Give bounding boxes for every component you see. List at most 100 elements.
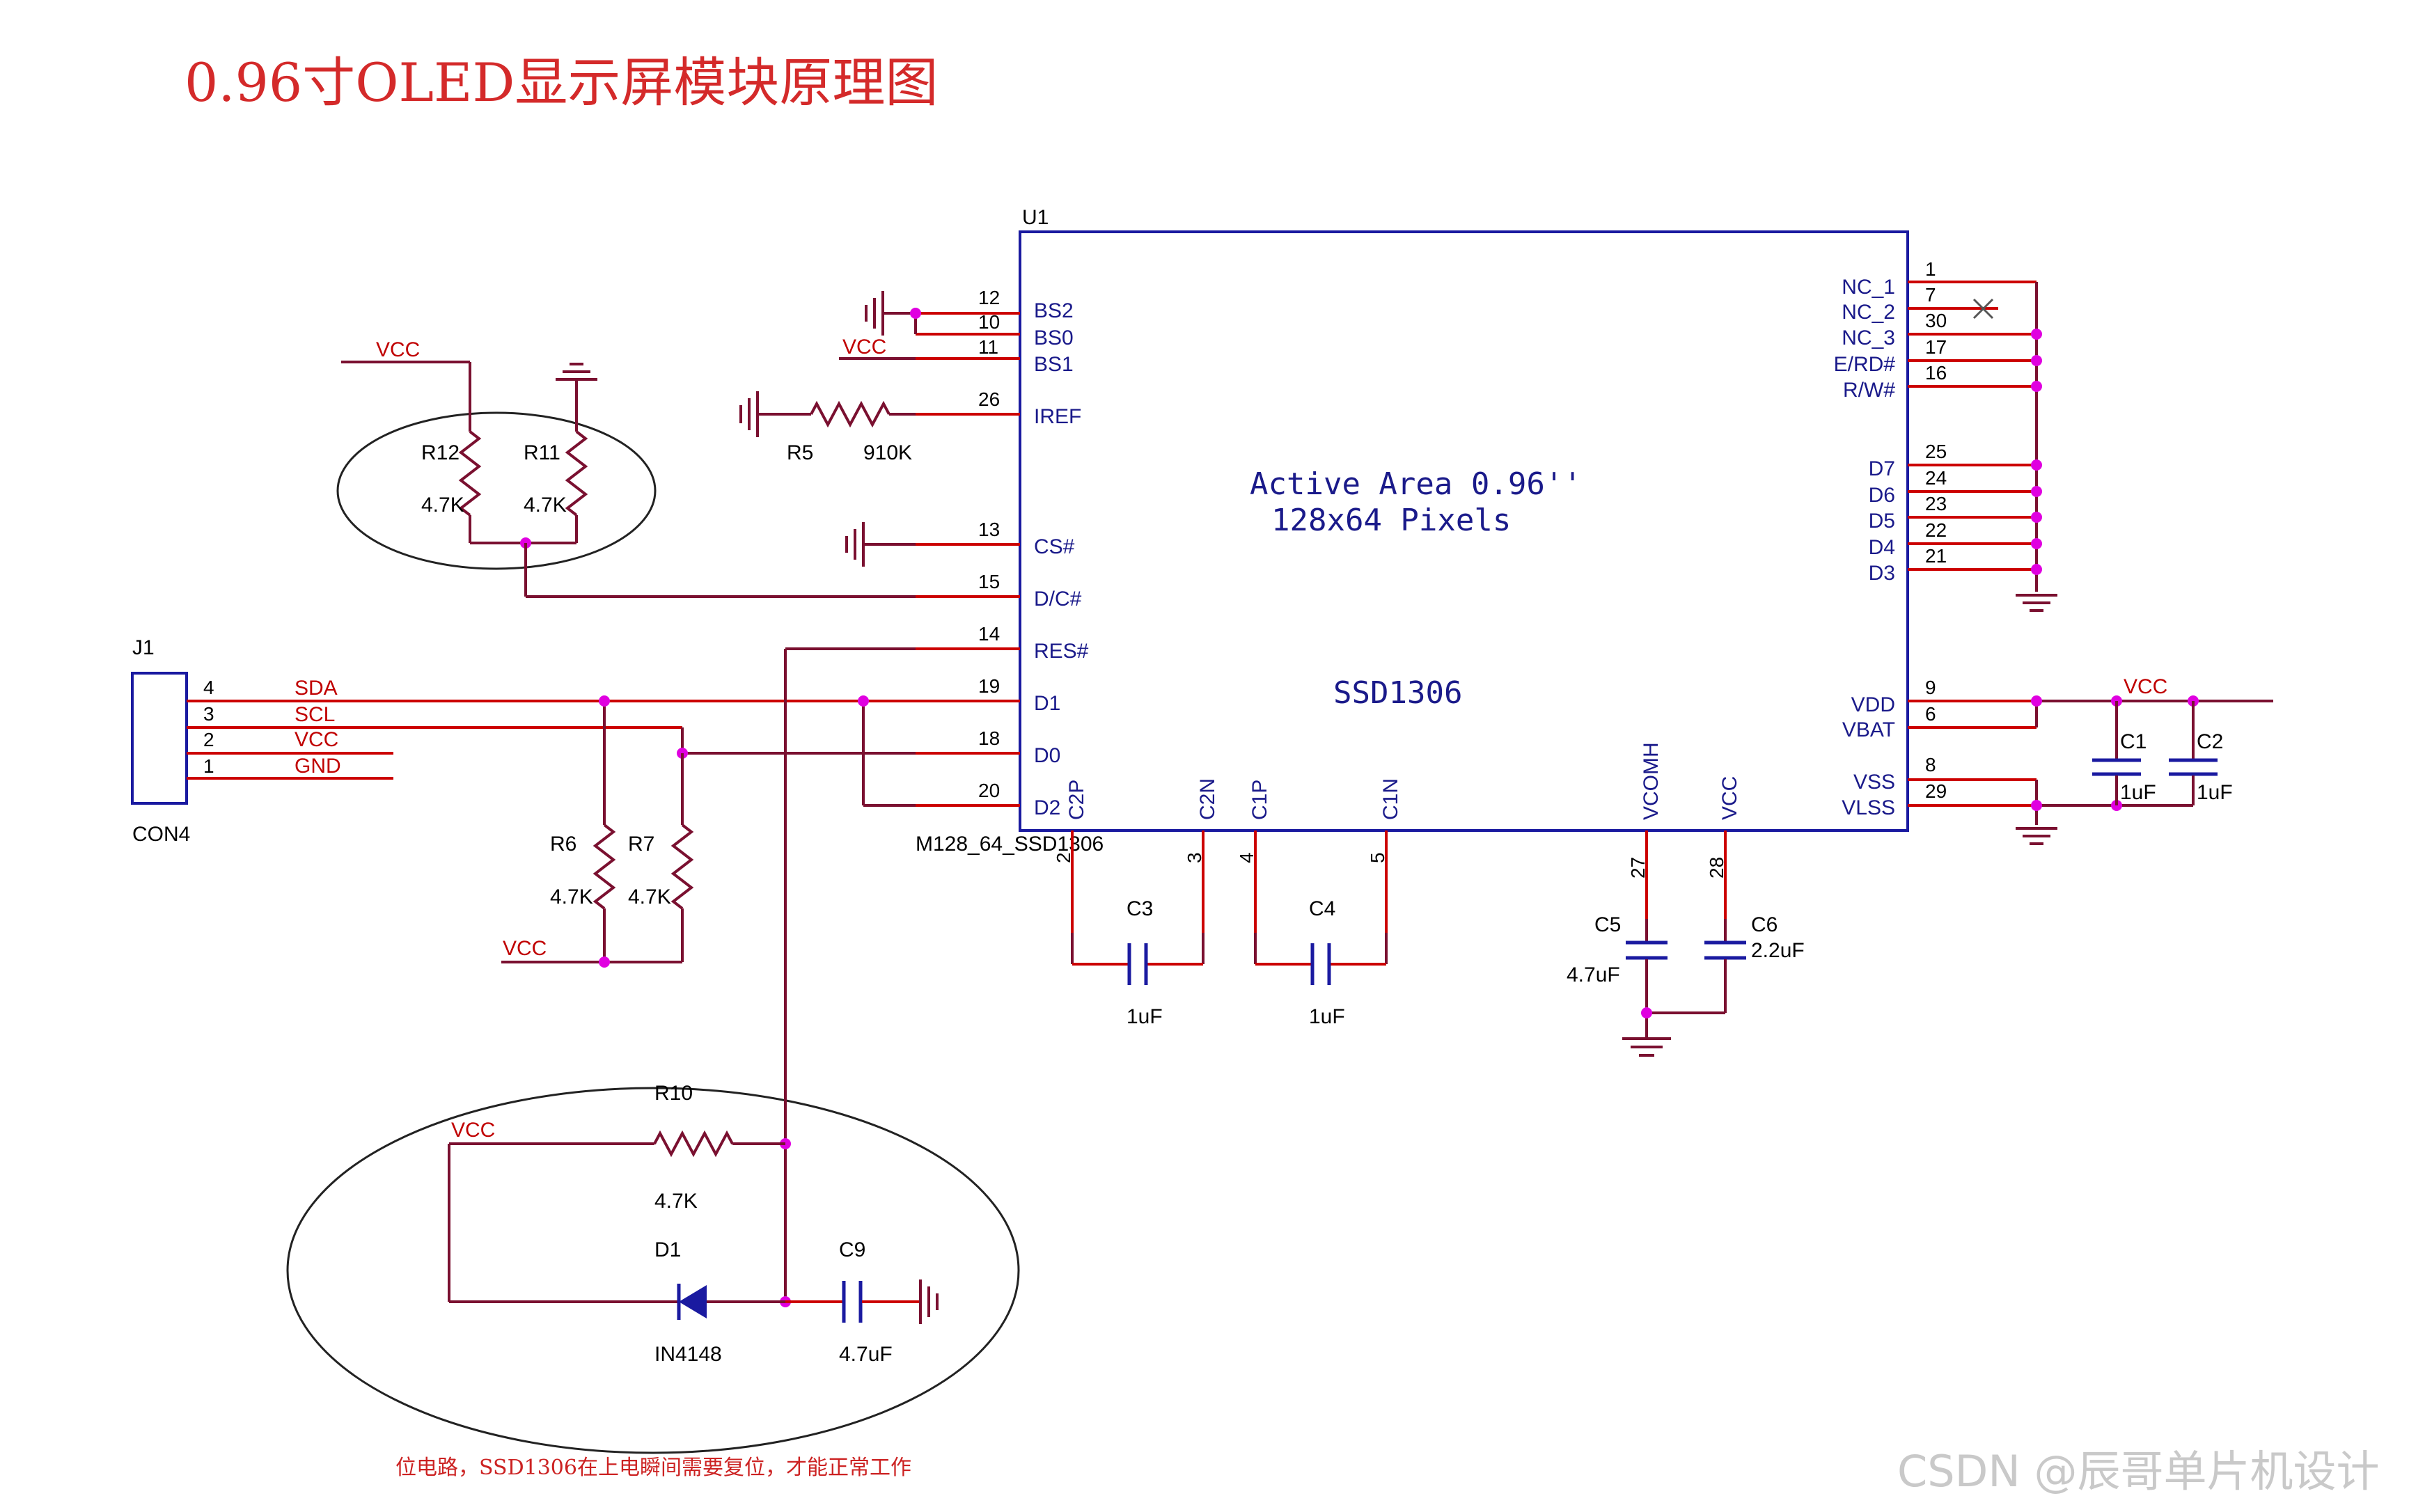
- cs-to-ground: [845, 522, 916, 567]
- pin-num-d6: 24: [1925, 467, 1947, 489]
- pin-num-vlss: 29: [1925, 780, 1947, 802]
- c4-ref: C4: [1309, 897, 1335, 920]
- chip-bottom-pins: C2P 2 C2N 3 C1P 4 C1N 5 VCOMH 27 VCC 28: [1053, 742, 1741, 933]
- j1-pin-num-2: 2: [203, 729, 214, 750]
- pin-num-d2: 20: [978, 780, 1000, 801]
- pin-num-erd: 17: [1925, 336, 1947, 358]
- pin-num-c1p: 4: [1236, 852, 1257, 863]
- pin-num-d5: 23: [1925, 493, 1947, 514]
- capacitor-c3: C3 1uF: [1071, 897, 1204, 1028]
- pin-num-d3: 21: [1925, 545, 1947, 567]
- pin-num-c2n: 3: [1184, 852, 1205, 863]
- page-title: 0.96寸OLED显示屏模块原理图: [185, 52, 938, 113]
- c3-value: 1uF: [1127, 1005, 1163, 1028]
- r10-value: 4.7K: [654, 1190, 698, 1213]
- connector-body: [131, 672, 188, 805]
- pin-num-nc1: 1: [1925, 258, 1936, 280]
- net-scl: SCL: [295, 703, 335, 726]
- highlight-ellipse: [286, 1087, 1020, 1454]
- pin-name-bs0: BS0: [1034, 326, 1074, 349]
- pin-name-rw: R/W#: [1843, 379, 1895, 402]
- vcc-net-bs1: VCC: [842, 336, 886, 359]
- pin-num-nc2: 7: [1925, 284, 1936, 306]
- vcc-net-reset: VCC: [451, 1119, 495, 1142]
- pin-name-vss: VSS: [1853, 771, 1895, 794]
- ground-icon: [919, 1279, 939, 1324]
- pin-name-iref: IREF: [1034, 405, 1081, 428]
- active-area-line1: Active Area 0.96'': [1250, 466, 1582, 502]
- net-vcc-j1: VCC: [295, 728, 338, 751]
- pin-num-bs2: 12: [978, 287, 1000, 308]
- pin-name-c1p: C1P: [1248, 780, 1271, 820]
- iref-resistor-r5: R5 910K: [739, 391, 916, 464]
- ground-icon: [865, 291, 884, 336]
- pin-name-d3: D3: [1869, 562, 1895, 585]
- pin-name-cs: CS#: [1034, 535, 1075, 558]
- pin-name-c2n: C2N: [1196, 778, 1219, 820]
- pin-name-erd: E/RD#: [1834, 353, 1896, 376]
- c3-ref: C3: [1127, 897, 1153, 920]
- chip-part: M128_64_SSD1306: [916, 833, 1104, 856]
- vcc-net-r6r7: VCC: [503, 937, 547, 960]
- pin-name-d1: D1: [1034, 692, 1060, 715]
- r6-value: 4.7K: [550, 885, 593, 908]
- pin-num-iref: 26: [978, 388, 1000, 410]
- pin-num-d0: 18: [978, 727, 1000, 749]
- ground-icon: [2016, 594, 2057, 612]
- pin-name-d7: D7: [1869, 457, 1895, 480]
- vcc-net-top-left: VCC: [376, 338, 420, 361]
- c2-value: 1uF: [2197, 781, 2233, 804]
- net-sda: SDA: [295, 677, 338, 700]
- c1-value: 1uF: [2120, 781, 2156, 804]
- pin-name-bs1: BS1: [1034, 353, 1074, 376]
- c9-value: 4.7uF: [839, 1343, 893, 1366]
- pin-num-d4: 22: [1925, 519, 1947, 541]
- pin-name-nc3: NC_3: [1842, 326, 1895, 349]
- pin-name-c2p: C2P: [1065, 780, 1088, 820]
- pin-num-vss: 8: [1925, 754, 1936, 775]
- r10-ref: R10: [654, 1082, 693, 1105]
- pin-name-vlss: VLSS: [1842, 796, 1895, 819]
- r12-ref: R12: [421, 441, 460, 464]
- watermark: CSDN @辰哥单片机设计: [1897, 1446, 2379, 1497]
- j1-pin-num-3: 3: [203, 703, 214, 725]
- pin-num-d1: 19: [978, 675, 1000, 697]
- d1-value: IN4148: [654, 1343, 722, 1366]
- reset-note: 位电路，SSD1306在上电瞬间需要复位，才能正常工作: [395, 1456, 911, 1480]
- j1-pin-num-4: 4: [203, 677, 214, 698]
- pin-name-nc2: NC_2: [1842, 301, 1895, 324]
- pin-num-bs1: 11: [978, 336, 998, 358]
- pin-name-vcc: VCC: [1718, 776, 1741, 820]
- connector-j1: J1 CON4 4 3 2 1 SDA SCL VCC GND: [131, 636, 916, 846]
- chip-outline: [1019, 230, 1909, 832]
- pin-num-dc: 15: [978, 571, 1000, 592]
- pin-num-vcomh: 27: [1627, 857, 1649, 879]
- r7-value: 4.7K: [628, 885, 671, 908]
- net-gnd: GND: [295, 755, 341, 778]
- pin-num-bs0: 10: [978, 311, 1000, 333]
- c1-ref: C1: [2120, 730, 2147, 753]
- c5-value: 4.7uF: [1567, 963, 1620, 986]
- pin-num-vdd: 9: [1925, 677, 1936, 698]
- pin-num-res: 14: [978, 623, 1000, 645]
- pin-num-vbat: 6: [1925, 703, 1936, 725]
- ground-icon: [2016, 827, 2057, 845]
- active-area-line2: 128x64 Pixels: [1271, 503, 1511, 538]
- j1-pin-num-1: 1: [203, 755, 214, 777]
- pin-name-d2: D2: [1034, 796, 1060, 819]
- pin-name-vdd: VDD: [1851, 693, 1895, 716]
- pin-name-vbat: VBAT: [1842, 718, 1895, 741]
- c4-value: 1uF: [1309, 1005, 1345, 1028]
- pin-num-nc3: 30: [1925, 310, 1947, 331]
- capacitor-c4: C4 1uF: [1254, 897, 1388, 1028]
- vcc-net-right: VCC: [2124, 675, 2167, 698]
- pin-num-c1n: 5: [1367, 852, 1388, 863]
- r6-ref: R6: [550, 833, 576, 856]
- pin-name-vcomh: VCOMH: [1640, 742, 1663, 820]
- capacitors-c5-c6: C5 4.7uF C6 2.2uF: [1567, 913, 1805, 1057]
- pin-num-d7: 25: [1925, 441, 1947, 462]
- pin-name-d0: D0: [1034, 744, 1060, 767]
- right-gnd-bus: [2016, 282, 2057, 612]
